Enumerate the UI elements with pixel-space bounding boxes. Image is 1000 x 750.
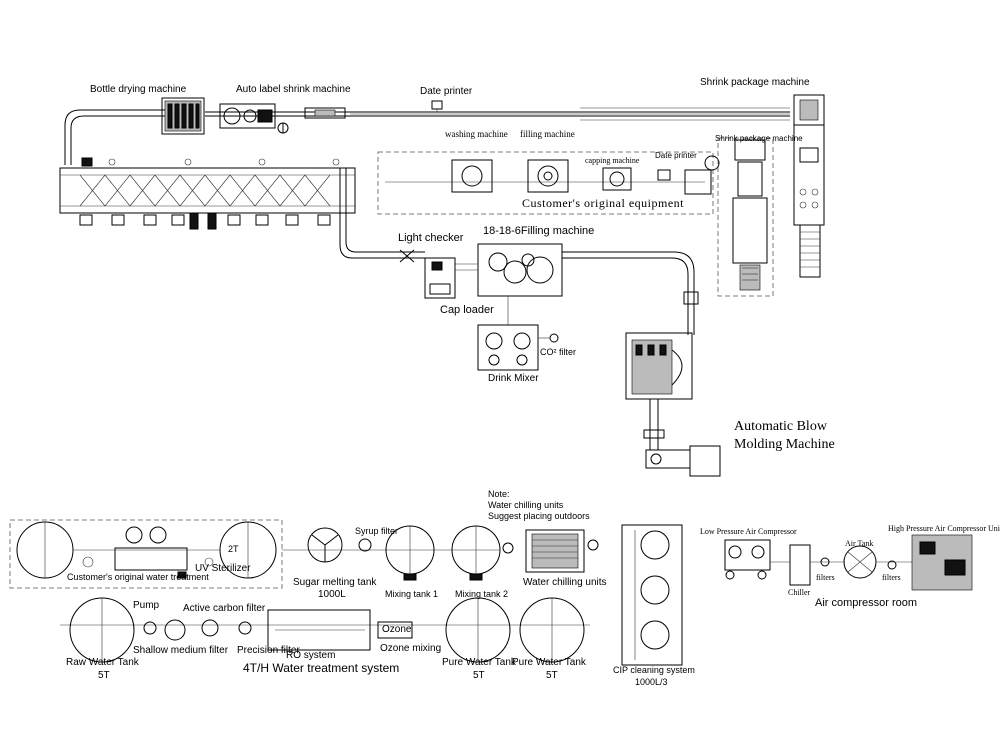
filling-machine-1866 xyxy=(455,243,563,297)
customer-equipment-box xyxy=(377,151,714,215)
label-precision-filter: Precision filter xyxy=(237,645,300,656)
label-cip-cleaning-system: CIP cleaning system xyxy=(613,665,695,675)
label-raw-water-tank: Raw Water Tank xyxy=(66,657,139,668)
label-active-carbon-filter: Active carbon filter xyxy=(183,603,266,614)
label-ro-system: RO system xyxy=(286,650,336,661)
label-uv-sterilizer: UV Sterilizer xyxy=(195,563,251,574)
label-high-pressure-air-compressor-unit: High Pressure Air Compressor Unit xyxy=(888,524,1000,533)
label-mixing-tank-2: Mixing tank 2 xyxy=(455,589,509,599)
light-checker-symbol xyxy=(399,249,415,263)
label-filters-2: filters xyxy=(882,573,901,582)
label-pump: Pump xyxy=(133,600,160,611)
label-tank-2t: 2T xyxy=(228,544,239,554)
shrink-package-inner-machine xyxy=(732,139,768,291)
label-washing-machine: washing machine xyxy=(445,129,508,139)
shrink-package-machine xyxy=(793,94,825,278)
date-printer-top xyxy=(431,100,443,112)
label-capping-machine: capping machine xyxy=(585,156,640,165)
label-syrup-filter: Syrup filter xyxy=(355,526,399,536)
label-shallow-medium-filter: Shallow medium filter xyxy=(133,645,229,656)
label-note-title: Note: xyxy=(488,489,510,499)
label-cap-loader: Cap loader xyxy=(440,304,494,316)
label-cip-volume: 1000L/3 xyxy=(635,677,668,687)
drink-mixer xyxy=(477,296,559,371)
label-pure-water-tank-2: Pure Water Tank xyxy=(512,657,586,668)
label-automatic-blow-2: Molding Machine xyxy=(734,437,835,452)
original-water-treatment xyxy=(16,521,277,579)
auto-label-shrink-machine xyxy=(219,103,346,134)
bottle-drying-machine xyxy=(161,97,205,135)
label-shrink-package-machine-inner: Shrink package machine xyxy=(715,134,803,143)
cooling-tunnel xyxy=(59,157,356,230)
shrink-package-inner-box xyxy=(717,137,774,297)
label-pure-water-volume-2: 5T xyxy=(546,670,558,681)
label-pure-water-tank-1: Pure Water Tank xyxy=(442,657,516,668)
label-customers-original-equipment: Customer's original equipment xyxy=(522,196,684,210)
label-air-tank: Air Tank xyxy=(845,539,874,548)
air-compressor-room xyxy=(724,534,973,591)
label-light-checker: Light checker xyxy=(398,232,464,244)
water-chilling-units xyxy=(525,529,599,573)
label-air-compressor-room: Air compressor room xyxy=(815,597,918,609)
label-customers-original-water-treatment: Customer's original water treatment xyxy=(67,572,209,582)
label-co2-filter: CO² filter xyxy=(540,347,576,357)
label-mixing-tank-1: Mixing tank 1 xyxy=(385,589,439,599)
label-water-chilling-units: Water chilling units xyxy=(523,577,607,588)
label-note-line2: Suggest placing outdoors xyxy=(488,511,590,521)
sugar-and-mixing-tanks xyxy=(282,525,514,581)
label-note-line1: Water chilling units xyxy=(488,500,564,510)
label-auto-label-shrink-machine: Auto label shrink machine xyxy=(236,84,351,95)
label-sugar-melting-tank: Sugar melting tank xyxy=(293,577,377,588)
label-filling-machine: filling machine xyxy=(520,129,575,139)
original-water-treatment-box xyxy=(9,519,283,589)
label-chiller: Chiller xyxy=(788,588,811,597)
label-filling-machine-1866: 18-18-6Filling machine xyxy=(483,225,595,237)
label-low-pressure-air-compressor: Low Pressure Air Compressor xyxy=(700,527,797,536)
label-filters-1: filters xyxy=(816,573,835,582)
label-ozone-mixing: Ozone mixing xyxy=(380,643,442,654)
label-ozone: Ozone xyxy=(382,624,412,635)
top-conveyor xyxy=(64,107,790,165)
automatic-blow-molding-machine xyxy=(625,332,721,477)
label-pure-water-volume-1: 5T xyxy=(473,670,485,681)
label-date-printer-inner: Date printer xyxy=(655,151,697,160)
label-shrink-package-machine: Shrink package machine xyxy=(700,77,810,88)
label-raw-water-volume: 5T xyxy=(98,670,110,681)
label-date-printer-top: Date printer xyxy=(420,86,473,97)
customer-equipment-line xyxy=(385,155,720,195)
cap-loader xyxy=(424,257,456,299)
label-automatic-blow-1: Automatic Blow xyxy=(734,419,827,434)
label-water-treatment-system: 4T/H Water treatment system xyxy=(243,661,400,675)
label-bottle-drying-machine: Bottle drying machine xyxy=(90,84,187,95)
cip-cleaning-system xyxy=(621,524,683,666)
label-sugar-melting-volume: 1000L xyxy=(318,589,346,600)
water-treatment-chain xyxy=(60,597,590,663)
label-drink-mixer: Drink Mixer xyxy=(488,373,539,384)
